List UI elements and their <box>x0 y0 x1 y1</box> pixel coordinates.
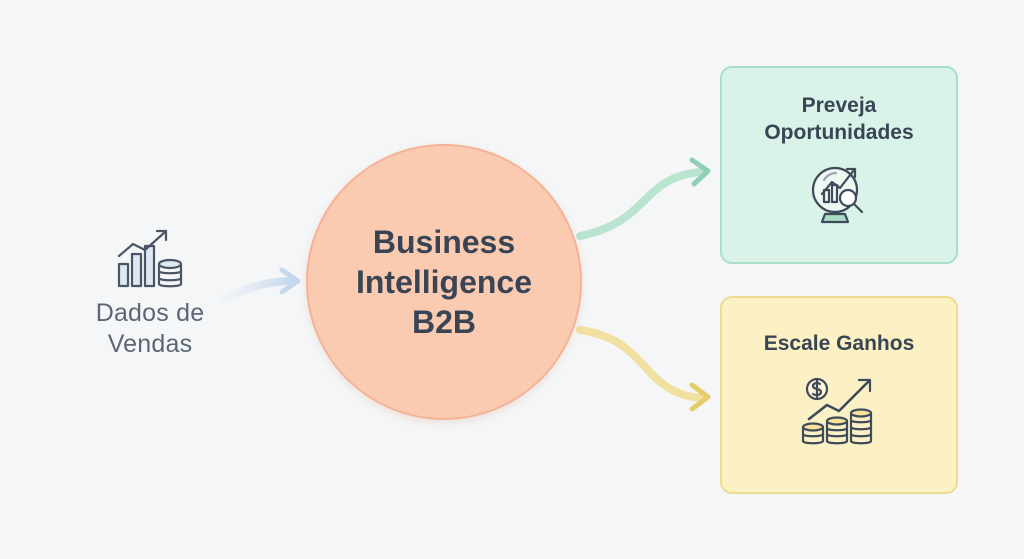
card-title-gains: Escale Ganhos <box>722 330 956 357</box>
output-card-opportunities: Preveja Oportunidades <box>720 66 958 264</box>
source-node: Dados de Vendas <box>60 226 240 360</box>
input-arrow-head <box>279 267 301 295</box>
card-title-opportunities-line2: Oportunidades <box>764 121 914 144</box>
card-title-opportunities: Preveja Oportunidades <box>722 92 956 146</box>
arrow-to-gains <box>576 326 704 402</box>
hub-title-line1: Business <box>372 224 516 260</box>
crystal-ball-chart-icon <box>811 166 864 224</box>
card-title-gains-line1: Escale Ganhos <box>763 332 915 355</box>
source-label-line1: Dados de <box>95 299 205 327</box>
source-label: Dados de Vendas <box>60 298 240 360</box>
input-arrow <box>218 277 294 304</box>
growth-coins-icon <box>801 377 873 445</box>
arrow-to-opportunities-head <box>689 157 711 187</box>
hub-title: Business Intelligence B2B <box>329 222 559 342</box>
hub-title-line2: Intelligence <box>355 264 533 300</box>
source-label-line2: Vendas <box>107 330 193 358</box>
output-card-gains: Escale Ganhos <box>720 296 958 494</box>
hub-circle: Business Intelligence B2B <box>306 144 582 420</box>
hub-title-line3: B2B <box>411 304 476 340</box>
arrow-to-gains-head <box>689 382 711 412</box>
card-title-opportunities-line1: Preveja <box>801 94 877 117</box>
arrow-to-opportunities <box>576 168 704 240</box>
sales-chart-coins-icon <box>117 229 183 288</box>
